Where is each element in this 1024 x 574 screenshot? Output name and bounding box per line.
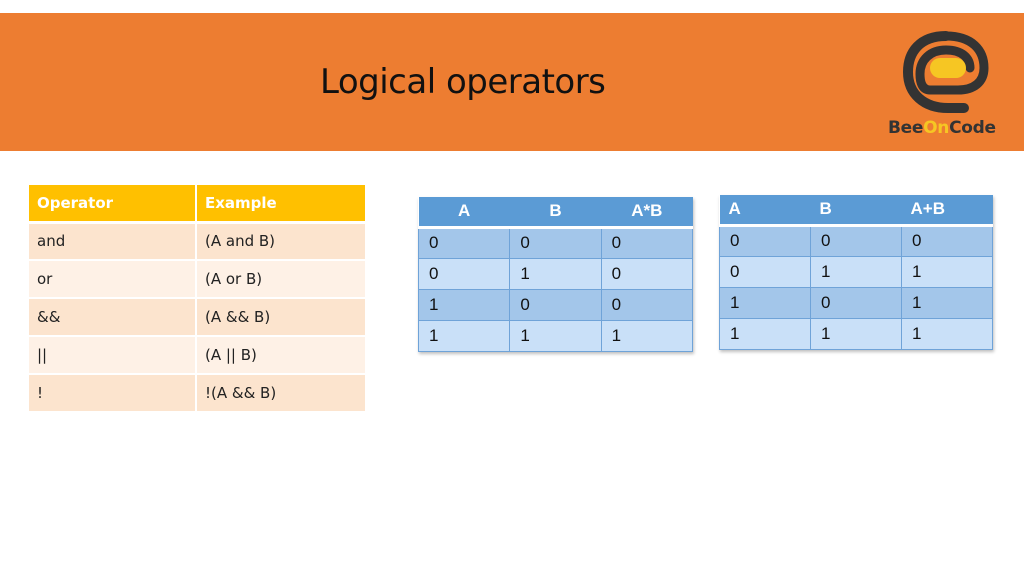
column-header: B	[509, 197, 602, 229]
cell: 1	[417, 288, 511, 321]
beeoncode-e-icon	[902, 31, 989, 113]
cell: 0	[810, 286, 902, 319]
logo-text: BeeOnCode	[888, 118, 996, 138]
table-header-row: Operator Example	[29, 185, 365, 224]
cell: 1	[901, 286, 993, 319]
cell: 0	[509, 226, 602, 259]
operator-cell: or	[29, 260, 197, 299]
table-row: 0 0 0	[719, 224, 993, 257]
cell: 0	[600, 288, 694, 321]
table-row: 1 1 1	[719, 317, 993, 350]
logo: BeeOnCode	[886, 30, 1016, 142]
cell: 1	[509, 257, 602, 290]
cell: 0	[417, 257, 511, 290]
example-cell: (A || B)	[196, 336, 365, 375]
cell: 1	[509, 319, 602, 352]
title-banner	[0, 13, 1024, 151]
column-header: Operator	[29, 185, 197, 224]
cell: 1	[901, 255, 993, 288]
cell: 0	[600, 226, 694, 259]
example-cell: !(A && B)	[196, 374, 365, 413]
operator-cell: &&	[29, 298, 197, 337]
column-header: A*B	[601, 197, 693, 229]
column-header: Example	[196, 185, 365, 224]
and-truth-table: A B A*B 0 0 0 0 1 0 1 0 0 1 1 1	[417, 197, 694, 352]
operator-cell: and	[29, 222, 197, 261]
cell: 0	[719, 255, 811, 288]
slide-title: Logical operators	[320, 62, 606, 102]
table-row: && (A && B)	[29, 298, 365, 337]
example-cell: (A or B)	[196, 260, 365, 299]
table-row: ! !(A && B)	[29, 374, 365, 413]
table-row: 0 1 0	[417, 257, 694, 290]
cell: 0	[417, 226, 511, 259]
column-header: A+B	[901, 195, 993, 227]
table-header-row: A B A*B	[418, 197, 693, 229]
cell: 0	[719, 224, 811, 257]
column-header: A	[719, 195, 811, 227]
cell: 1	[719, 286, 811, 319]
cell: 1	[719, 317, 811, 350]
table-row: || (A || B)	[29, 336, 365, 375]
table-row: 1 0 0	[417, 288, 694, 321]
table-row: 1 0 1	[719, 286, 993, 319]
table-row: 1 1 1	[417, 319, 694, 352]
column-header: A	[418, 197, 510, 229]
table-row: or (A or B)	[29, 260, 365, 299]
cell: 1	[901, 317, 993, 350]
operator-cell: !	[29, 374, 197, 413]
cell: 1	[810, 255, 902, 288]
operators-table: Operator Example and (A and B) or (A or …	[29, 185, 365, 413]
operator-cell: ||	[29, 336, 197, 375]
or-truth-table: A B A+B 0 0 0 0 1 1 1 0 1 1 1 1	[719, 195, 993, 350]
cell: 1	[417, 319, 511, 352]
cell: 0	[901, 224, 993, 257]
cell: 1	[600, 319, 694, 352]
cell: 1	[810, 317, 902, 350]
table-row: and (A and B)	[29, 222, 365, 261]
cell: 0	[509, 288, 602, 321]
cell: 0	[600, 257, 694, 290]
cell: 0	[810, 224, 902, 257]
table-header-row: A B A+B	[719, 195, 993, 227]
example-cell: (A && B)	[196, 298, 365, 337]
column-header: B	[810, 195, 902, 227]
example-cell: (A and B)	[196, 222, 365, 261]
table-row: 0 1 1	[719, 255, 993, 288]
table-row: 0 0 0	[417, 226, 694, 259]
